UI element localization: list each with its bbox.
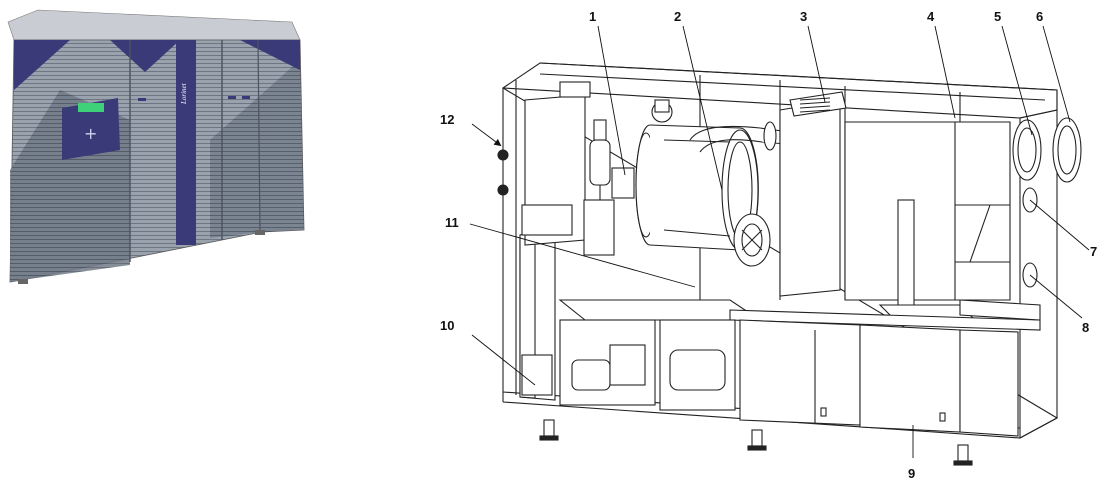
leader-10 — [471, 334, 536, 386]
callout-labels: 1 2 3 4 5 6 7 8 9 10 11 12 — [440, 9, 1097, 481]
callout-11: 11 — [445, 215, 459, 230]
leader-5 — [1001, 25, 1033, 136]
callout-7: 7 — [1090, 244, 1097, 259]
callout-2: 2 — [674, 9, 681, 24]
leader-11 — [469, 223, 696, 288]
leader-3 — [807, 25, 826, 103]
lower-access-panels — [739, 319, 1019, 437]
leader-12 — [471, 123, 502, 147]
cabinet-accent-top-right — [240, 40, 300, 70]
middle-deck — [558, 299, 1041, 331]
control-panel: + — [62, 98, 120, 160]
leader-7 — [1029, 199, 1090, 251]
leveling-feet — [539, 419, 973, 466]
unit-cutaway-drawing — [497, 62, 1082, 466]
pump-motor-section — [521, 319, 736, 411]
leader-2 — [682, 25, 723, 191]
callout-10: 10 — [440, 318, 454, 333]
callout-8: 8 — [1082, 320, 1089, 335]
callout-1: 1 — [589, 9, 596, 24]
heat-exchanger — [779, 91, 847, 297]
burner-assembly — [583, 119, 635, 256]
plus-icon: + — [84, 124, 97, 143]
exhaust-plenum — [844, 121, 1011, 301]
upper-left-module — [521, 81, 591, 246]
cabinet-accent-top-mid — [110, 40, 180, 72]
cabinet-center-pillar — [176, 40, 196, 245]
cabinet-accent-top-left — [14, 40, 70, 90]
callout-5: 5 — [994, 9, 1001, 24]
cabinet-exterior: + Lorinet — [7, 9, 305, 284]
flue-connector-rings — [1012, 117, 1082, 288]
air-inlet — [497, 149, 509, 196]
cabinet-top-face — [7, 9, 301, 41]
leader-1 — [597, 25, 626, 176]
callout-leaders — [469, 25, 1090, 458]
callout-4: 4 — [927, 9, 935, 24]
status-display — [78, 103, 104, 112]
leader-4 — [934, 25, 956, 119]
callout-3: 3 — [800, 9, 807, 24]
center-column — [878, 199, 977, 321]
callout-9: 9 — [908, 466, 915, 481]
combustion-chamber — [635, 99, 759, 251]
callout-12: 12 — [440, 112, 454, 127]
callout-6: 6 — [1036, 9, 1043, 24]
leader-8 — [1029, 274, 1083, 319]
blower-fan — [733, 213, 771, 267]
cabinet-shade-right — [210, 60, 304, 238]
leader-6 — [1042, 25, 1071, 123]
brand-logo: Lorinet — [180, 82, 188, 105]
